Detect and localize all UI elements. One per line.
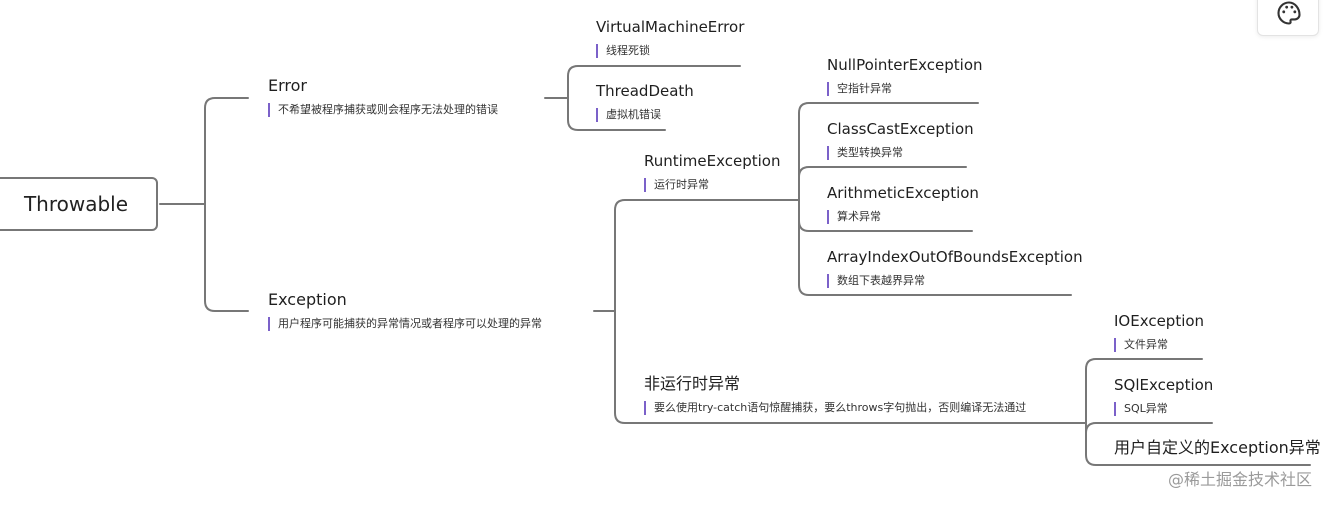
- theme-button[interactable]: [1257, 0, 1319, 36]
- node-note: 文件异常: [1114, 338, 1204, 352]
- link-exception: [204, 203, 249, 312]
- link-sql: [1085, 422, 1213, 434]
- node-title: SQlException: [1114, 376, 1214, 394]
- link-error: [204, 97, 249, 205]
- node-error[interactable]: Error 不希望被程序捕获或则会程序无法处理的错误: [268, 76, 498, 117]
- node-note: 运行时异常: [644, 178, 780, 192]
- node-note: 不希望被程序捕获或则会程序无法处理的错误: [268, 103, 498, 117]
- node-note: 空指针异常: [827, 82, 983, 96]
- link-threaddeath: [567, 97, 666, 131]
- node-title: ThreadDeath: [596, 82, 694, 100]
- link-cce: [798, 166, 967, 201]
- root-node-label: Throwable: [23, 192, 129, 216]
- node-note: SQL异常: [1114, 402, 1213, 416]
- node-title: 非运行时异常: [644, 374, 741, 393]
- node-title: ArithmeticException: [827, 184, 979, 202]
- node-title: IOException: [1114, 312, 1205, 330]
- node-runtimeexception[interactable]: RuntimeException 运行时异常: [644, 151, 780, 192]
- link-aioobe: [798, 199, 1072, 296]
- node-threaddeath[interactable]: ThreadDeath 虚拟机错误: [596, 81, 694, 122]
- node-checked-exception[interactable]: 非运行时异常 要么使用try-catch语句惊醒捕获，要么throws字句抛出，…: [644, 374, 1026, 415]
- node-custom-exception[interactable]: 用户自定义的Exception异常: [1114, 438, 1321, 458]
- node-sqlexception[interactable]: SQlException SQL异常: [1114, 375, 1213, 416]
- node-title: Exception: [268, 290, 347, 309]
- link-checked: [614, 310, 1061, 424]
- link-vme: [567, 65, 741, 99]
- watermark: @稀土掘金技术社区: [1167, 470, 1312, 489]
- node-title: NullPointerException: [827, 56, 983, 74]
- node-title: Error: [268, 76, 307, 95]
- node-title: RuntimeException: [644, 152, 781, 170]
- node-note: 用户程序可能捕获的异常情况或者程序可以处理的异常: [268, 317, 542, 331]
- node-title: 用户自定义的Exception异常: [1114, 438, 1321, 457]
- link-runtime: [614, 199, 777, 312]
- node-note: 数组下表越界异常: [827, 274, 1083, 288]
- node-nullpointerexception[interactable]: NullPointerException 空指针异常: [827, 55, 983, 96]
- node-title: VirtualMachineError: [596, 18, 745, 36]
- palette-icon: [1277, 1, 1301, 25]
- root-node[interactable]: Throwable: [0, 177, 158, 231]
- node-arithmeticexception[interactable]: ArithmeticException 算术异常: [827, 183, 979, 224]
- node-ioexception[interactable]: IOException 文件异常: [1114, 311, 1204, 352]
- node-virtualmachineerror[interactable]: VirtualMachineError 线程死锁: [596, 17, 744, 58]
- node-title: ClassCastException: [827, 120, 974, 138]
- node-note: 虚拟机错误: [596, 108, 694, 122]
- link-io: [1085, 358, 1203, 424]
- link-npe: [798, 102, 979, 201]
- node-title: ArrayIndexOutOfBoundsException: [827, 248, 1083, 266]
- link-custom: [1085, 422, 1311, 466]
- node-exception[interactable]: Exception 用户程序可能捕获的异常情况或者程序可以处理的异常: [268, 290, 542, 331]
- node-note: 线程死锁: [596, 44, 744, 58]
- node-classcastexception[interactable]: ClassCastException 类型转换异常: [827, 119, 974, 160]
- node-note: 类型转换异常: [827, 146, 974, 160]
- node-arrayindexoutofboundsexception[interactable]: ArrayIndexOutOfBoundsException 数组下表越界异常: [827, 247, 1083, 288]
- node-note: 要么使用try-catch语句惊醒捕获，要么throws字句抛出，否则编译无法通…: [644, 401, 1026, 415]
- node-note: 算术异常: [827, 210, 979, 224]
